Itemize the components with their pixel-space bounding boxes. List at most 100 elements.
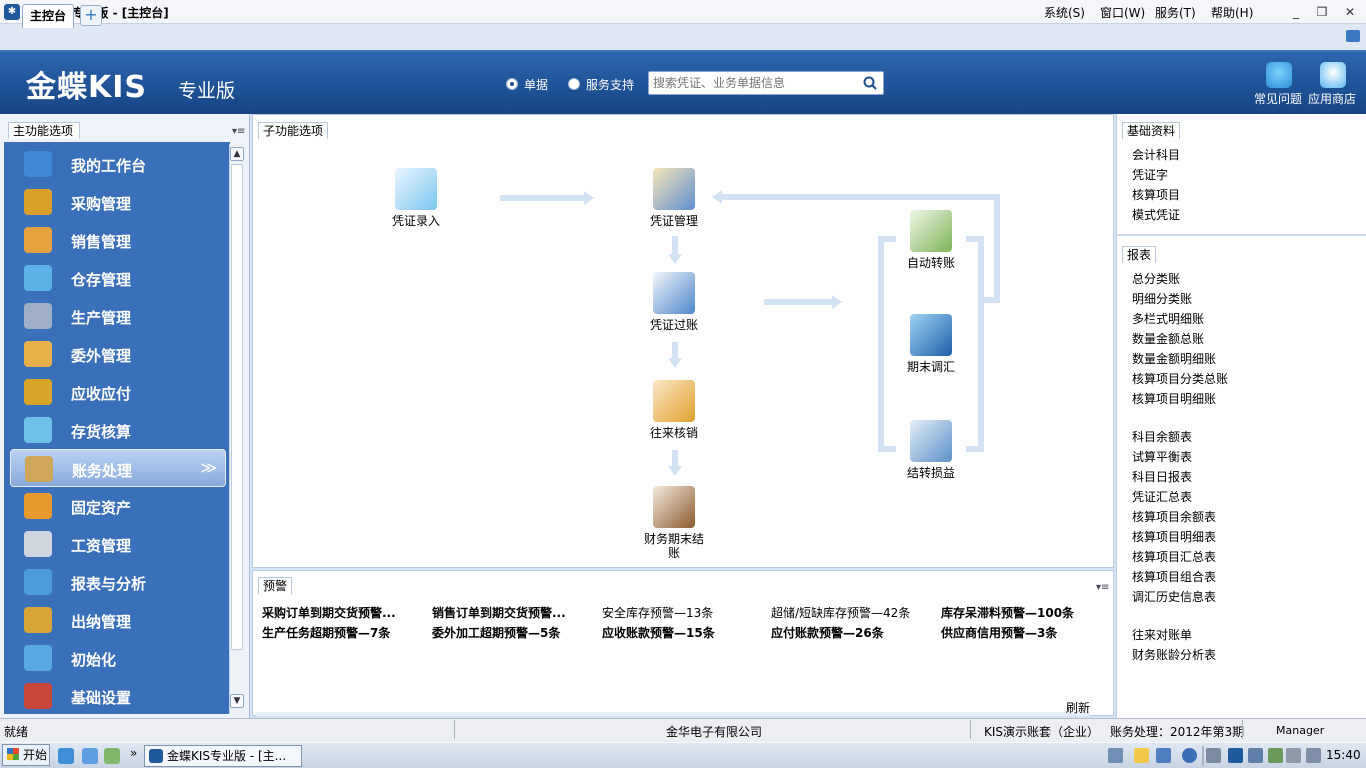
taskbar-clock: 15:40 xyxy=(1326,748,1361,762)
alarm-hscroll[interactable] xyxy=(256,712,1090,716)
nav-item-5[interactable]: 生产管理 xyxy=(10,297,226,335)
tab-main-console[interactable]: 主控台 xyxy=(22,4,74,28)
taskbar-window-kis[interactable]: 金蝶KIS专业版 - [主... xyxy=(144,745,302,767)
alarm-item[interactable]: 供应商信用预警—3条 xyxy=(941,626,1058,640)
alarm-item[interactable]: 安全库存预警—13条 xyxy=(602,606,714,620)
nav-item-2[interactable]: 采购管理 xyxy=(10,183,226,221)
scroll-down-icon[interactable]: ▼ xyxy=(230,694,244,708)
taskbar-more-icon[interactable]: » xyxy=(130,746,138,760)
report-link[interactable]: 往来对账单 xyxy=(1132,628,1193,642)
report-link[interactable]: 科目日报表 xyxy=(1132,470,1193,484)
voucher-manage-node[interactable]: 凭证管理 xyxy=(629,168,719,228)
report-link[interactable]: 多栏式明细账 xyxy=(1132,312,1205,326)
pen-icon[interactable] xyxy=(1134,748,1149,763)
alarm-menu-icon[interactable]: ▾≡ xyxy=(1096,582,1110,593)
transfer-pl-node[interactable]: 结转损益 xyxy=(886,420,976,480)
basic-data-link[interactable]: 凭证字 xyxy=(1132,168,1169,182)
menu-window[interactable]: 窗口(W) xyxy=(1100,6,1146,20)
alarm-item[interactable]: 超储/短缺库存预警—42条 xyxy=(771,606,911,620)
basic-data-link[interactable]: 核算项目 xyxy=(1132,188,1181,202)
nav-item-12[interactable]: 报表与分析 xyxy=(10,563,226,601)
scroll-up-icon[interactable]: ▲ xyxy=(230,147,244,161)
nav-item-15[interactable]: 基础设置 xyxy=(10,677,226,715)
nav-item-3[interactable]: 销售管理 xyxy=(10,221,226,259)
tray-app-icon[interactable] xyxy=(1206,748,1221,763)
basic-data-link[interactable]: 会计科目 xyxy=(1132,148,1181,162)
alarm-item[interactable]: 委外加工超期预警—5条 xyxy=(432,626,561,640)
nav-item-13[interactable]: 出纳管理 xyxy=(10,601,226,639)
search-icon[interactable] xyxy=(863,76,877,90)
panel-menu-icon[interactable]: ▾≡ xyxy=(232,126,246,137)
alarm-item[interactable]: 生产任务超期预警—7条 xyxy=(262,626,391,640)
basic-data-link[interactable]: 模式凭证 xyxy=(1132,208,1181,222)
radio-document[interactable] xyxy=(506,78,518,90)
scroll-thumb[interactable] xyxy=(231,164,243,650)
menu-system[interactable]: 系统(S) xyxy=(1044,6,1085,20)
network-icon[interactable] xyxy=(1108,748,1123,763)
alarm-item[interactable]: 应付账款预警—26条 xyxy=(771,626,884,640)
alarm-item[interactable]: 销售订单到期交货预警... xyxy=(432,606,566,620)
alarm-item[interactable]: 应收账款预警—15条 xyxy=(602,626,715,640)
faq-label[interactable]: 常见问题 xyxy=(1254,92,1303,106)
report-link[interactable]: 数量金额总账 xyxy=(1132,332,1205,346)
nav-item-1[interactable]: 我的工作台 xyxy=(10,145,226,183)
tray-app-icon[interactable] xyxy=(1286,748,1301,763)
restore-button[interactable]: ❐ xyxy=(1316,5,1328,19)
nav-item-4[interactable]: 仓存管理 xyxy=(10,259,226,297)
menu-help[interactable]: 帮助(H) xyxy=(1211,6,1254,20)
add-tab-button[interactable]: + xyxy=(80,5,102,26)
menu-service[interactable]: 服务(T) xyxy=(1155,6,1196,20)
volume-icon[interactable] xyxy=(1306,748,1321,763)
voucher-entry-node[interactable]: 凭证录入 xyxy=(371,168,461,228)
radio-service-support[interactable] xyxy=(568,78,580,90)
report-link[interactable]: 试算平衡表 xyxy=(1132,450,1193,464)
brand-logo: 金蝶KIS xyxy=(26,70,148,105)
faq-icon[interactable] xyxy=(1266,62,1292,88)
nav-item-9[interactable]: 账务处理≫ xyxy=(10,449,226,487)
kis-tray-icon[interactable] xyxy=(1228,748,1243,763)
refresh-link[interactable]: 刷新 xyxy=(1066,701,1091,715)
alarm-item[interactable]: 采购订单到期交货预警... xyxy=(262,606,396,620)
help-icon[interactable] xyxy=(1182,748,1197,763)
nav-item-6[interactable]: 委外管理 xyxy=(10,335,226,373)
report-link[interactable]: 科目余额表 xyxy=(1132,430,1193,444)
report-link[interactable]: 调汇历史信息表 xyxy=(1132,590,1217,604)
alarm-panel xyxy=(252,570,1114,716)
search-input[interactable] xyxy=(653,75,853,91)
tray-app-icon[interactable] xyxy=(1268,748,1283,763)
ie-icon[interactable] xyxy=(58,748,74,764)
report-link[interactable]: 总分类账 xyxy=(1132,272,1181,286)
nav-item-10[interactable]: 固定资产 xyxy=(10,487,226,525)
nav-item-14[interactable]: 初始化 xyxy=(10,639,226,677)
tray-app-icon[interactable] xyxy=(1248,748,1263,763)
alarm-item[interactable]: 库存呆滞料预警—100条 xyxy=(941,606,1075,620)
period-close-node[interactable]: 财务期末结账 xyxy=(629,486,719,560)
nav-item-11[interactable]: 工资管理 xyxy=(10,525,226,563)
nav-item-7[interactable]: 应收应付 xyxy=(10,373,226,411)
report-link[interactable]: 核算项目余额表 xyxy=(1132,510,1217,524)
quicklaunch-icon[interactable] xyxy=(104,748,120,764)
report-link[interactable]: 核算项目明细账 xyxy=(1132,392,1217,406)
reconcile-node[interactable]: 往来核销 xyxy=(629,380,719,440)
quicklaunch-icon[interactable] xyxy=(82,748,98,764)
report-link[interactable]: 明细分类账 xyxy=(1132,292,1193,306)
report-link[interactable]: 核算项目组合表 xyxy=(1132,570,1217,584)
flow-arrow xyxy=(672,450,678,466)
message-icon[interactable] xyxy=(1346,30,1360,42)
tab-bar xyxy=(0,24,1366,52)
close-button[interactable]: ✕ xyxy=(1344,5,1356,19)
report-link[interactable]: 核算项目分类总账 xyxy=(1132,372,1229,386)
tray-app-icon[interactable] xyxy=(1156,748,1171,763)
report-link[interactable]: 财务账龄分析表 xyxy=(1132,648,1217,662)
period-adjust-node[interactable]: 期末调汇 xyxy=(886,314,976,374)
voucher-post-node[interactable]: 凭证过账 xyxy=(629,272,719,332)
report-link[interactable]: 核算项目汇总表 xyxy=(1132,550,1217,564)
report-link[interactable]: 核算项目明细表 xyxy=(1132,530,1217,544)
report-link[interactable]: 数量金额明细账 xyxy=(1132,352,1217,366)
report-link[interactable]: 凭证汇总表 xyxy=(1132,490,1193,504)
nav-item-8[interactable]: 存货核算 xyxy=(10,411,226,449)
auto-transfer-node[interactable]: 自动转账 xyxy=(886,210,976,270)
minimize-button[interactable]: _ xyxy=(1293,5,1299,19)
app-store-icon[interactable] xyxy=(1320,62,1346,88)
app-store-label[interactable]: 应用商店 xyxy=(1308,92,1357,106)
